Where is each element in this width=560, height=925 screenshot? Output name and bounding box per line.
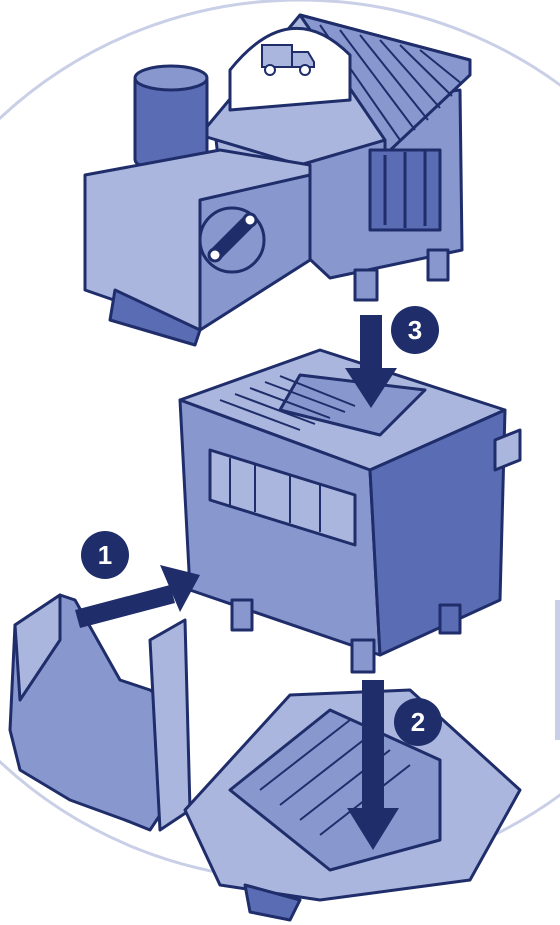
step-number-2: 2	[411, 707, 425, 737]
rock-wall-piece	[10, 595, 190, 830]
step-badge-2: 2	[394, 698, 442, 746]
middle-module	[180, 350, 520, 672]
rocky-base-piece	[185, 690, 520, 920]
step-number-1: 1	[98, 540, 112, 570]
step-badge-1: 1	[81, 531, 129, 579]
step-badge-3: 3	[391, 306, 439, 354]
step-number-3: 3	[408, 315, 422, 345]
side-bracket	[555, 600, 560, 740]
